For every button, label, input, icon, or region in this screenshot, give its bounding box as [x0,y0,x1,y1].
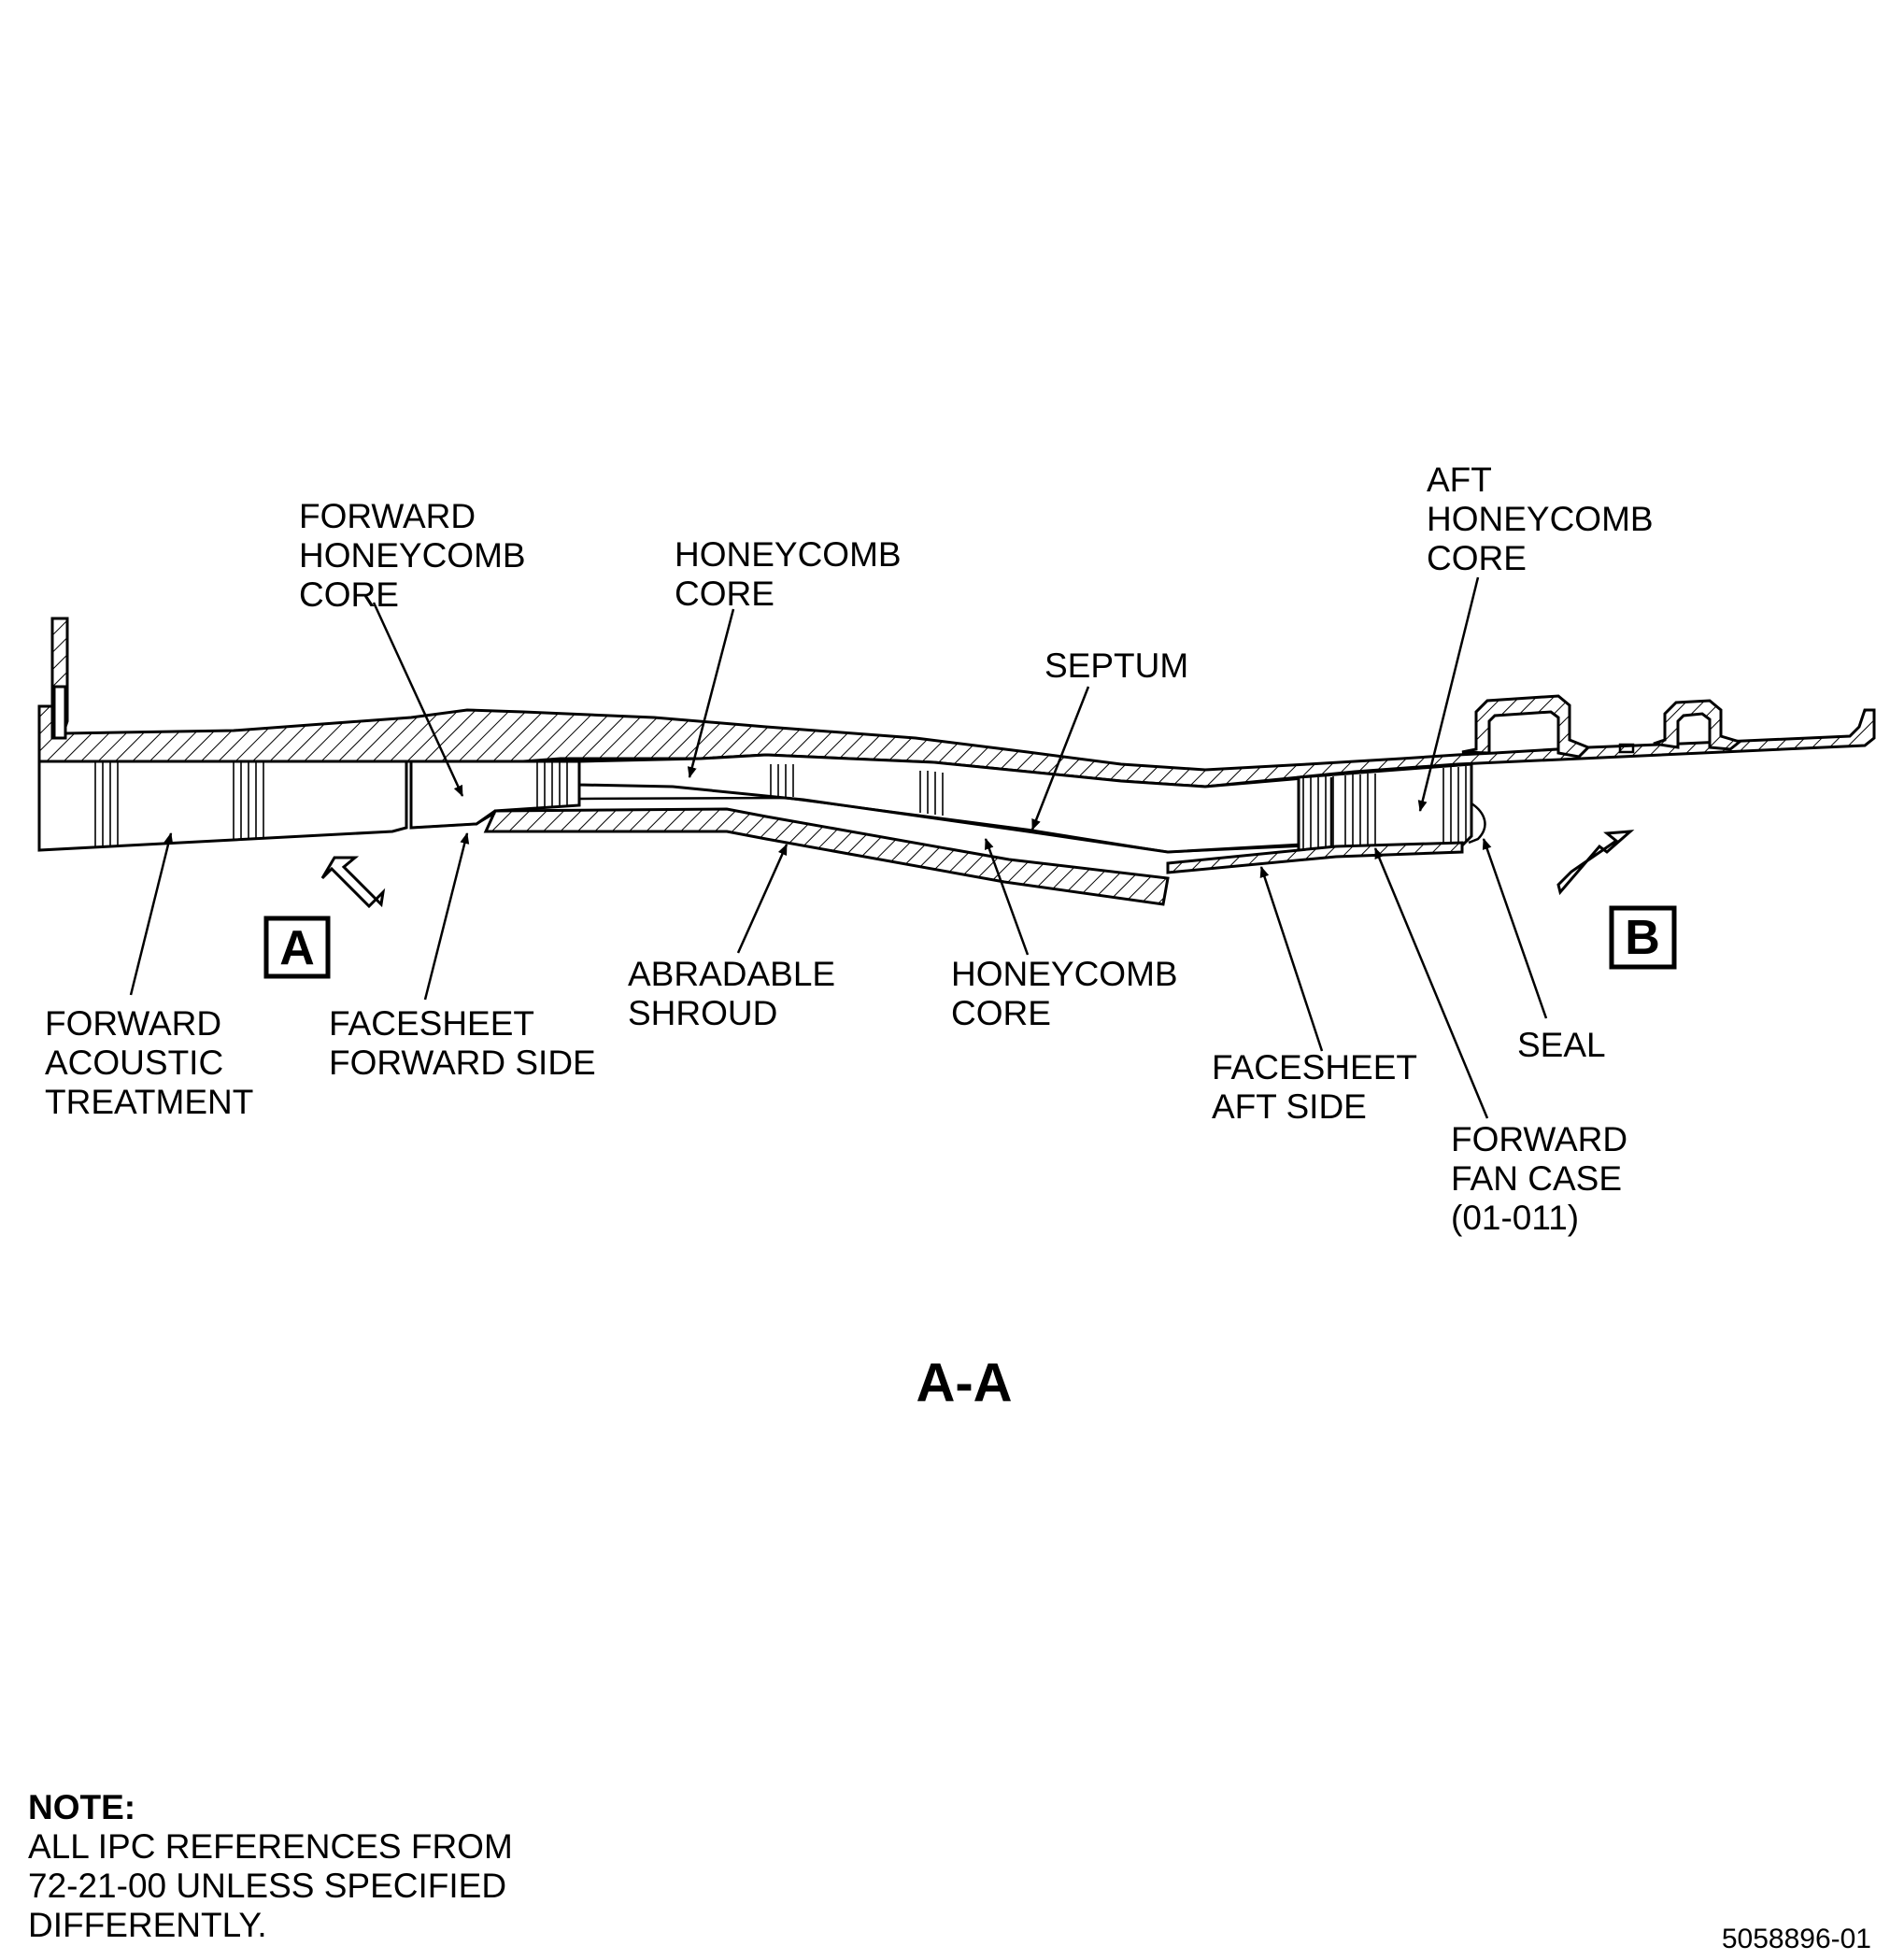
label-septum: SEPTUM [1044,646,1188,685]
view-a-arrow [320,856,386,909]
view-a-label: A [279,921,315,975]
view-b-label: B [1625,911,1660,965]
note-heading: NOTE: [28,1788,135,1826]
leader-honeycomb-core-lower [984,838,1030,956]
leader-forward-acoustic-treatment [129,832,174,996]
aft-stiffener-pad [1618,743,1635,754]
label-honeycomb-core-lower: HONEYCOMB CORE [951,955,1187,1032]
seal-shape [1468,802,1486,845]
forward-acoustic-treatment-panel [37,760,408,852]
leader-honeycomb-core-upper [687,608,735,778]
center-honeycomb-core-bands [770,764,944,816]
label-honeycomb-core-upper: HONEYCOMB CORE [675,535,911,613]
aft-stiffener-1 [1461,694,1591,759]
leader-septum [1030,686,1090,831]
label-forward-fan-case: FORWARD FAN CASE (01-011) [1451,1120,1637,1237]
forward-honeycomb-core-bands [536,761,568,808]
leader-facesheet-forward-side [423,832,470,1001]
label-aft-honeycomb-core: AFT HONEYCOMB CORE [1427,461,1663,577]
note-body: ALL IPC REFERENCES FROM 72-21-00 UNLESS … [28,1827,522,1944]
leader-abradable-shroud [736,844,789,954]
aft-stiffener-2 [1653,699,1743,751]
leader-facesheet-aft-side [1259,866,1324,1052]
figure-number: 5058896-01 [1722,1924,1871,1954]
facesheet-forward-side-part [410,811,496,830]
aft-honeycomb-core-panel [1297,762,1473,859]
facesheet-aft-side-part [1166,841,1464,874]
label-forward-acoustic-treatment: FORWARD ACOUSTIC TREATMENT [45,1004,253,1121]
label-abradable-shroud: ABRADABLE SHROUD [628,955,845,1032]
label-forward-honeycomb-core: FORWARD HONEYCOMB CORE [299,497,535,614]
view-a-box [263,916,331,979]
abradable-shroud-part [483,807,1170,906]
label-facesheet-aft-side: FACESHEET AFT SIDE [1212,1048,1427,1126]
section-title: A-A [916,1353,1012,1413]
septum-line [578,796,1337,854]
label-seal: SEAL [1517,1026,1606,1064]
forward-acoustic-core-bands [94,761,264,846]
view-b-box [1609,905,1677,970]
flange-bolt [52,685,67,740]
leader-lines [129,576,1548,1119]
leader-forward-honeycomb-core [372,602,464,797]
aft-honeycomb-core-bands [1302,766,1467,857]
leader-aft-honeycomb-core [1417,576,1480,812]
view-b-arrow [1556,830,1635,896]
leader-seal [1482,838,1548,1019]
leader-forward-fan-case [1373,847,1489,1119]
label-facesheet-forward-side: FACESHEET FORWARD SIDE [329,1004,596,1082]
